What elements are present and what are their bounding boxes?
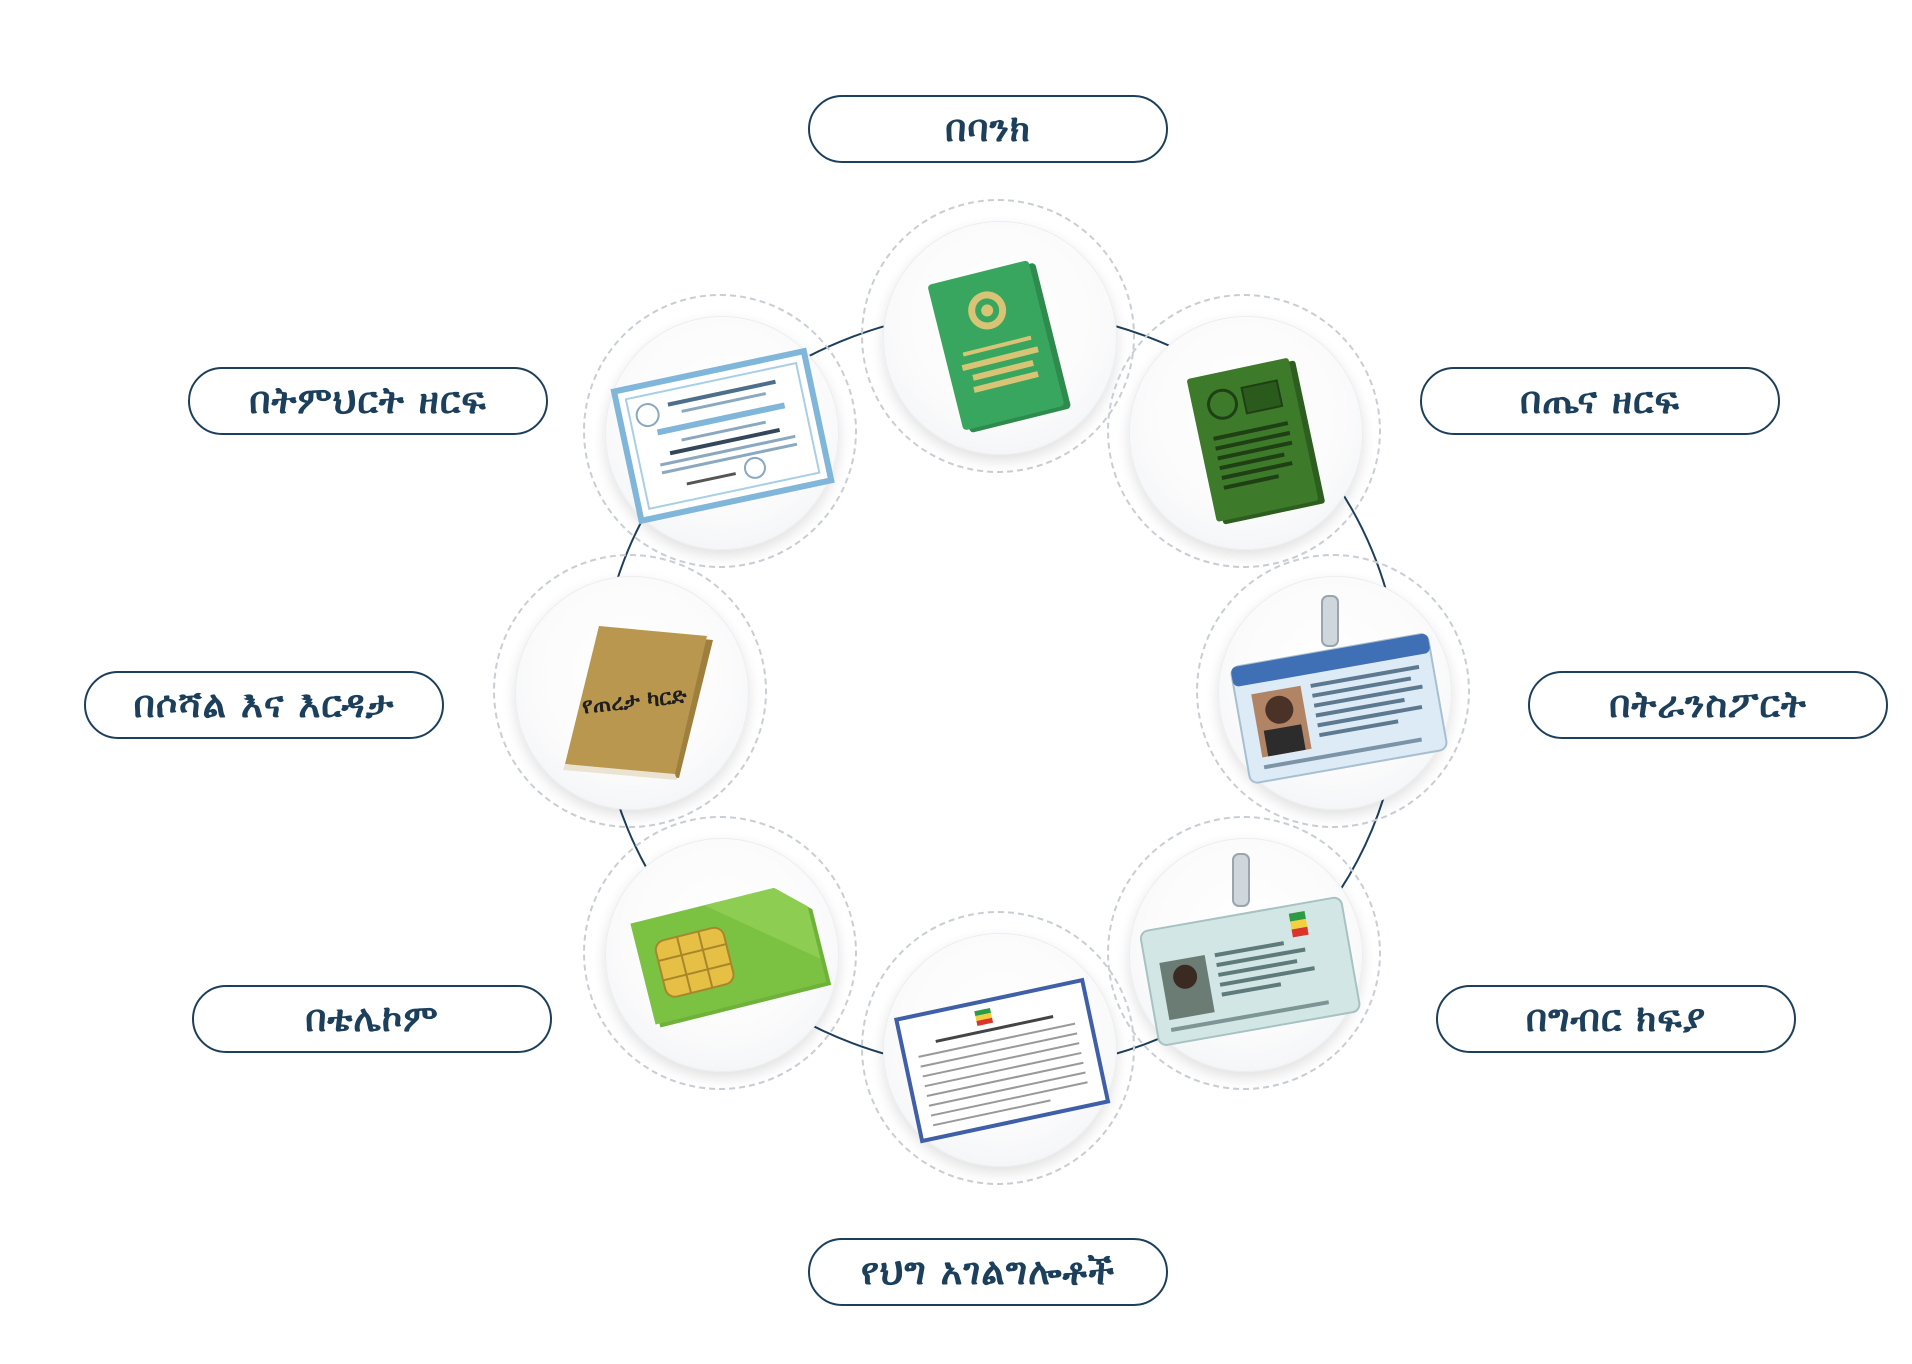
label-bank[interactable]: በባንክ <box>808 95 1168 163</box>
label-bank-text: በባንክ <box>945 107 1031 150</box>
dashed-ring <box>1196 554 1470 828</box>
accreditation-certificate-icon <box>610 347 835 525</box>
sim-card-icon <box>630 887 832 1028</box>
label-transport[interactable]: በትራንስፖርት <box>1528 671 1888 739</box>
node-transport <box>1196 554 1470 828</box>
dashed-ring <box>493 554 767 828</box>
label-health[interactable]: በጤና ዘርፍ <box>1420 367 1780 435</box>
label-education-text: በትምህርት ዘርፍ <box>249 379 487 422</box>
node-social: የጠረታ ካርድ <box>493 554 767 828</box>
node-tax <box>1107 816 1381 1090</box>
label-legal[interactable]: የህግ አገልግሎቶች <box>808 1238 1168 1306</box>
dashed-ring <box>1107 294 1381 568</box>
node-legal <box>861 911 1135 1185</box>
label-transport-text: በትራንስፖርት <box>1609 683 1807 726</box>
label-health-text: በጤና ዘርፍ <box>1520 379 1680 422</box>
health-booklet-icon <box>1187 358 1325 525</box>
driving-license-icon <box>1230 595 1448 784</box>
label-education[interactable]: በትምህርት ዘርፍ <box>188 367 548 435</box>
dashed-ring <box>1107 816 1381 1090</box>
label-tax-text: በግብር ክፍያ <box>1525 997 1707 1040</box>
dashed-ring <box>583 816 857 1090</box>
tax-id-card-icon <box>1139 853 1361 1046</box>
bank-passbook-icon <box>928 260 1071 433</box>
label-social-text: በሶሻል እና እርዳታ <box>133 683 395 726</box>
node-bank <box>861 199 1135 473</box>
dashed-ring <box>583 294 857 568</box>
label-telecom[interactable]: በቴሌኮም <box>192 985 552 1053</box>
dashed-ring <box>861 911 1135 1185</box>
legal-form-icon <box>893 977 1111 1144</box>
dashed-ring <box>861 199 1135 473</box>
node-education <box>583 294 857 568</box>
node-telecom <box>583 816 857 1090</box>
label-legal-text: የህግ አገልግሎቶች <box>860 1250 1116 1293</box>
label-social[interactable]: በሶሻል እና እርዳታ <box>84 671 444 739</box>
ration-card-icon: የጠረታ ካርድ <box>563 626 713 780</box>
label-telecom-text: በቴሌኮም <box>305 997 439 1040</box>
node-health <box>1107 294 1381 568</box>
label-tax[interactable]: በግብር ክፍያ <box>1436 985 1796 1053</box>
